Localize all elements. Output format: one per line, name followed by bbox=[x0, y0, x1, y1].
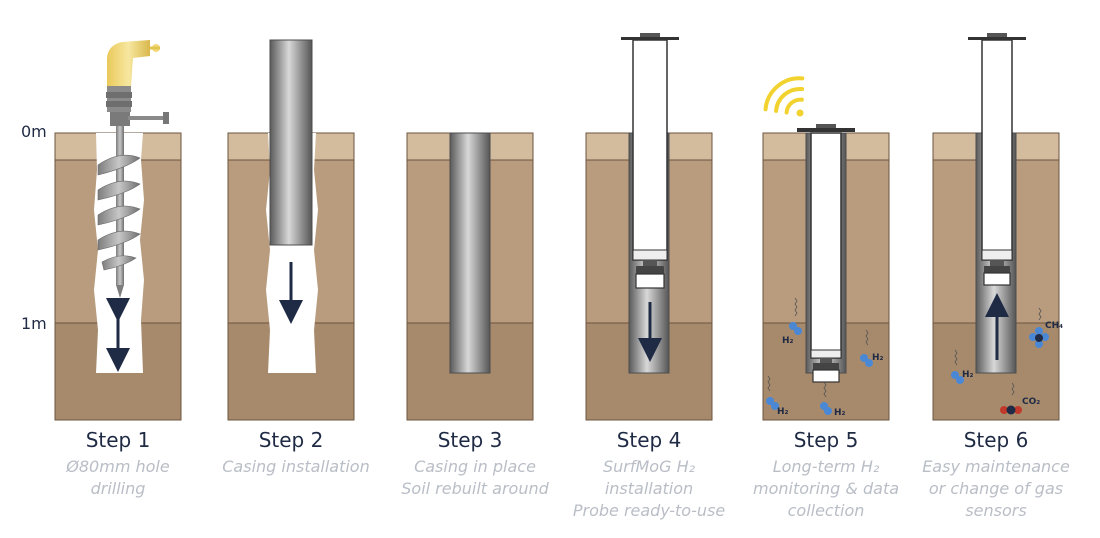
auger-flights bbox=[97, 154, 141, 271]
step5-illustration: H₂ H₂ H₂ H₂ bbox=[762, 76, 890, 421]
h2-molecule: H₂ bbox=[766, 375, 789, 417]
casing-tube bbox=[269, 39, 313, 246]
svg-text:H₂: H₂ bbox=[872, 353, 884, 363]
step1-illustration bbox=[54, 40, 182, 421]
h2-molecule: H₂ bbox=[860, 329, 884, 367]
h2-molecule: H₂ bbox=[951, 349, 974, 384]
step4-illustration bbox=[585, 33, 713, 421]
svg-text:H₂: H₂ bbox=[962, 370, 974, 380]
wifi-icon bbox=[763, 76, 805, 117]
casing-tube bbox=[449, 132, 491, 374]
step6-title: Step 6 bbox=[963, 428, 1029, 452]
step3-illustration bbox=[406, 132, 534, 421]
probe-cap bbox=[621, 37, 679, 40]
probe-body bbox=[810, 132, 842, 359]
gas-sensor bbox=[812, 369, 840, 383]
h2-molecule: H₂ bbox=[782, 297, 802, 346]
svg-text:CO₂: CO₂ bbox=[1022, 397, 1040, 407]
gas-sensor bbox=[635, 273, 665, 289]
step4-title: Step 4 bbox=[616, 428, 682, 452]
svg-text:H₂: H₂ bbox=[782, 336, 794, 346]
drill-body bbox=[107, 40, 150, 86]
depth-label-0m: 0m bbox=[21, 122, 47, 141]
drill-side-handle bbox=[128, 116, 166, 120]
probe-cap bbox=[797, 128, 855, 132]
co2-molecule: CO₂ bbox=[1000, 382, 1040, 415]
step5-title: Step 5 bbox=[793, 428, 859, 452]
probe-cap bbox=[968, 37, 1026, 40]
ch4-molecule: CH₄ bbox=[1029, 307, 1063, 348]
step3-title: Step 3 bbox=[437, 428, 503, 452]
step6-illustration: CH₄ H₂ CO₂ bbox=[932, 33, 1063, 421]
probe-body bbox=[981, 39, 1013, 261]
step2-title: Step 2 bbox=[258, 428, 324, 452]
depth-label-1m: 1m bbox=[21, 314, 47, 333]
svg-text:CH₄: CH₄ bbox=[1045, 321, 1063, 331]
svg-text:H₂: H₂ bbox=[777, 407, 789, 417]
step1-title: Step 1 bbox=[85, 428, 151, 452]
gas-sensor bbox=[983, 272, 1011, 286]
step2-illustration bbox=[227, 39, 355, 421]
h2-molecule: H₂ bbox=[820, 381, 846, 418]
step2-description: Casing installation bbox=[222, 457, 370, 476]
probe-body bbox=[632, 39, 668, 261]
svg-text:H₂: H₂ bbox=[834, 408, 846, 418]
